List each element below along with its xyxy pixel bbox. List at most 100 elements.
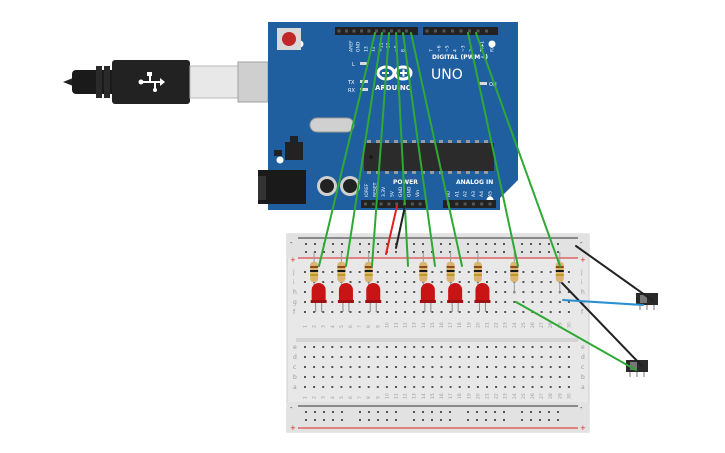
col-number-25-bottom: 25 bbox=[521, 393, 527, 399]
col-number-26-top: 26 bbox=[530, 322, 536, 328]
top-rail-minus: - bbox=[290, 239, 293, 247]
col-number-9-bottom: 9 bbox=[375, 396, 381, 399]
col-number-1-top: 1 bbox=[303, 325, 309, 328]
bottom-rail-plus: + bbox=[290, 424, 296, 432]
atmega-chip bbox=[364, 140, 494, 174]
row-letter-i-right: i bbox=[581, 279, 583, 286]
col-number-5-bottom: 5 bbox=[339, 396, 345, 399]
wire-pin9-led5[interactable] bbox=[402, 32, 436, 267]
analog-header-label: ANALOG IN bbox=[456, 179, 493, 186]
col-number-3-bottom: 3 bbox=[321, 396, 327, 399]
svg-text:RX: RX bbox=[348, 88, 355, 94]
resistor-5 bbox=[446, 252, 455, 294]
col-number-8-top: 8 bbox=[366, 325, 372, 328]
wire-pin3-resistor[interactable] bbox=[467, 32, 519, 267]
bottom-rail-minus-right: - bbox=[580, 404, 583, 412]
reset-button[interactable] bbox=[277, 28, 301, 50]
power-pin-label-2: 3.3V bbox=[381, 186, 387, 197]
col-number-6-top: 6 bbox=[348, 325, 354, 328]
analog-header bbox=[443, 200, 496, 208]
col-number-30-bottom: 30 bbox=[566, 393, 572, 399]
pin-label-3: 12 bbox=[371, 46, 377, 52]
row-letter-e-left: e bbox=[293, 344, 297, 351]
red-led-4 bbox=[419, 283, 436, 312]
row-letter-g-right: g bbox=[581, 299, 585, 306]
wire-pin11-led3[interactable] bbox=[371, 32, 390, 267]
power-pin-label-0: IOREF bbox=[364, 183, 370, 197]
col-number-17-bottom: 17 bbox=[448, 393, 454, 399]
wire-pin10-led4[interactable] bbox=[395, 32, 409, 267]
col-number-4-top: 4 bbox=[330, 325, 336, 328]
col-number-15-top: 15 bbox=[430, 322, 436, 328]
col-number-7-top: 7 bbox=[357, 325, 363, 328]
red-led-6 bbox=[474, 283, 491, 312]
wire-switch2-green[interactable] bbox=[515, 301, 637, 371]
row-letter-j-right: j bbox=[580, 269, 583, 276]
analog-pin-label-4: A4 bbox=[479, 191, 485, 197]
power-pin-label-3: 5V bbox=[390, 190, 396, 197]
col-number-11-bottom: 11 bbox=[394, 393, 400, 399]
red-led-2 bbox=[337, 283, 354, 312]
slide-switch-1[interactable] bbox=[636, 293, 658, 310]
col-number-12-bottom: 12 bbox=[403, 393, 409, 399]
col-number-18-bottom: 18 bbox=[457, 393, 463, 399]
wire-switch1-blue[interactable] bbox=[562, 299, 644, 306]
capacitor-2 bbox=[340, 176, 360, 196]
col-number-4-bottom: 4 bbox=[330, 396, 336, 399]
wire-gnd-switch2[interactable] bbox=[561, 282, 643, 367]
row-letter-d-right: d bbox=[581, 354, 585, 361]
col-number-22-top: 22 bbox=[494, 322, 500, 328]
pin-label-1: GND bbox=[356, 41, 362, 52]
col-number-27-top: 27 bbox=[539, 322, 545, 328]
wire-pin13-led1[interactable] bbox=[318, 32, 376, 267]
row-letter-c-left: c bbox=[293, 364, 296, 371]
col-number-10-bottom: 10 bbox=[384, 393, 390, 399]
col-number-20-bottom: 20 bbox=[475, 393, 481, 399]
dc-power-jack bbox=[258, 170, 306, 204]
power-pin-label-1: RESET bbox=[373, 182, 379, 197]
col-number-23-bottom: 23 bbox=[503, 393, 509, 399]
col-number-13-bottom: 13 bbox=[412, 393, 418, 399]
resistor-2 bbox=[337, 252, 346, 294]
svg-text:ON: ON bbox=[489, 82, 497, 88]
svg-text:TX: TX bbox=[347, 80, 355, 86]
analog-pin-label-0: A0 bbox=[446, 191, 452, 197]
col-number-10-top: 10 bbox=[384, 322, 390, 328]
capacitor-1 bbox=[317, 176, 337, 196]
row-letter-b-right: b bbox=[581, 374, 585, 381]
row-letter-d-left: d bbox=[293, 354, 297, 361]
analog-pin-label-3: A3 bbox=[471, 191, 477, 197]
col-number-28-bottom: 28 bbox=[548, 393, 554, 399]
pin-label-11: 4 bbox=[453, 49, 459, 52]
row-letter-g-left: g bbox=[293, 299, 297, 306]
pin-label-7: 8 bbox=[401, 49, 407, 52]
col-number-3-top: 3 bbox=[321, 325, 327, 328]
red-led-3 bbox=[365, 283, 382, 312]
row-letter-f-left: f bbox=[293, 309, 296, 316]
col-number-6-bottom: 6 bbox=[348, 396, 354, 399]
pin-label-8: 7 bbox=[429, 49, 435, 52]
analog-pin-label-2: A2 bbox=[463, 191, 469, 197]
col-number-16-bottom: 16 bbox=[439, 393, 445, 399]
top-rail-plus: + bbox=[290, 256, 296, 264]
col-number-16-top: 16 bbox=[439, 322, 445, 328]
pin-label-12: ~3 bbox=[461, 45, 467, 52]
wire-gnd-rail[interactable] bbox=[395, 205, 406, 249]
col-number-29-top: 29 bbox=[557, 322, 563, 328]
slide-switch-2[interactable] bbox=[626, 360, 648, 377]
wire-pin8-led6[interactable] bbox=[410, 32, 463, 267]
wire-5v-rail[interactable] bbox=[385, 205, 398, 255]
row-letter-f-right: f bbox=[581, 309, 584, 316]
col-number-13-top: 13 bbox=[412, 322, 418, 328]
col-number-26-bottom: 26 bbox=[530, 393, 536, 399]
wire-pin12-led2[interactable] bbox=[345, 32, 383, 267]
arduino-logo-text: ARDUINO bbox=[375, 84, 412, 92]
col-number-18-top: 18 bbox=[457, 322, 463, 328]
col-number-5-top: 5 bbox=[339, 325, 345, 328]
col-number-19-top: 19 bbox=[466, 322, 472, 328]
wire-gnd-switch1[interactable] bbox=[575, 245, 653, 301]
wire-pin2-resistor[interactable] bbox=[475, 32, 561, 267]
red-led-5 bbox=[447, 283, 464, 312]
